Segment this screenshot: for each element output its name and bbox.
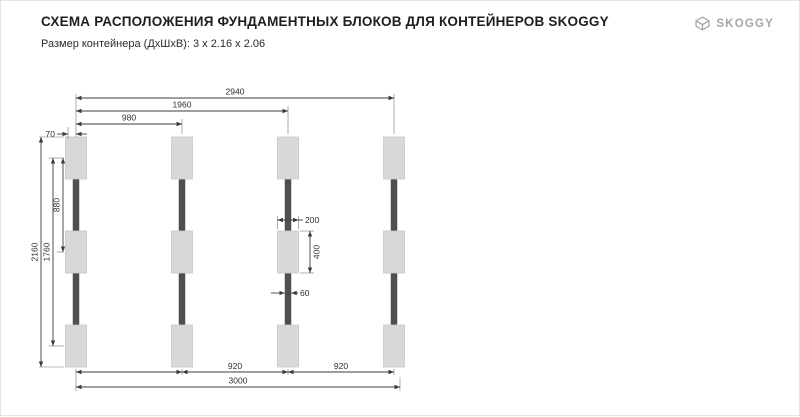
foundation-block: [65, 230, 87, 274]
dim-label-edge-offset: 70: [46, 129, 56, 139]
dim-label-height-inner: 1760: [42, 242, 52, 261]
dim-label-bottom-bay-left: 920: [228, 361, 242, 371]
dim-label-top-mid: 1960: [173, 100, 192, 110]
runners: [72, 158, 398, 346]
container-size-subtitle: Размер контейнера (ДхШхВ): 3 х 2.16 х 2.…: [41, 38, 266, 50]
logo-text: SKOGGY: [716, 17, 774, 30]
dim-label-bottom-bay-right: 920: [334, 361, 348, 371]
dim-label-top-full: 2940: [226, 87, 245, 97]
top-dimensions: 2940 1960 980 70: [46, 87, 395, 139]
dim-label-block-width: 200: [305, 215, 319, 225]
foundation-block: [277, 136, 299, 180]
foundation-block: [171, 136, 193, 180]
foundation-block: [171, 230, 193, 274]
foundation-block: [383, 324, 405, 368]
header: СХЕМА РАСПОЛОЖЕНИЯ ФУНДАМЕНТНЫХ БЛОКОВ Д…: [41, 14, 609, 50]
cube-icon: [695, 16, 710, 31]
dim-label-top-bay: 980: [122, 113, 136, 123]
foundation-block: [171, 324, 193, 368]
page-title: СХЕМА РАСПОЛОЖЕНИЯ ФУНДАМЕНТНЫХ БЛОКОВ Д…: [41, 14, 609, 29]
dim-label-runner-width: 60: [300, 288, 310, 298]
dim-label-bottom-full: 3000: [229, 376, 248, 386]
skoggy-logo: SKOGGY: [695, 16, 774, 31]
dim-label-height-full: 2160: [30, 242, 40, 261]
block-detail-dimensions: 200 400 60: [271, 215, 322, 298]
foundation-blocks: [65, 136, 405, 368]
bottom-dimensions: 920 920 3000: [75, 361, 401, 391]
foundation-block: [65, 324, 87, 368]
dim-label-height-bay: 880: [52, 198, 62, 212]
foundation-block: [277, 324, 299, 368]
dim-label-block-height: 400: [312, 245, 322, 259]
foundation-block: [65, 136, 87, 180]
foundation-block: [383, 230, 405, 274]
foundation-block: [383, 136, 405, 180]
left-dimensions: 2160 1760 880: [30, 136, 66, 368]
foundation-block: [277, 230, 299, 274]
